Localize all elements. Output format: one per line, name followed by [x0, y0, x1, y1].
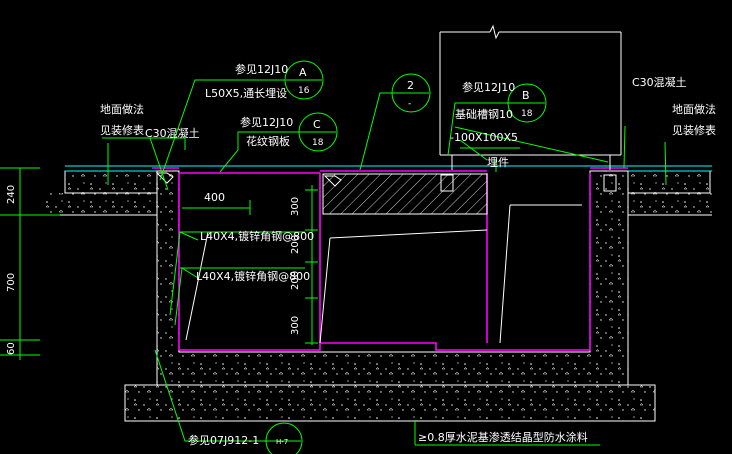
checker-plate-label: 花纹钢板	[246, 134, 290, 148]
callout-c-letter: C	[313, 118, 321, 131]
dim-400-label: 400	[204, 191, 225, 204]
callout-b-sheet: 18	[521, 109, 533, 119]
floor-right-label-1: 地面做法	[672, 102, 716, 116]
bottom-ref-label: 参见07J912-1	[188, 433, 259, 447]
callout-a-sheet: 16	[298, 86, 310, 96]
angle-steel-label: L50X5,通长埋设	[205, 87, 287, 100]
cover-slab	[322, 173, 488, 215]
subgrade	[45, 193, 712, 216]
callout-c-sheet: 18	[312, 138, 324, 148]
embed-label: 埋件	[487, 156, 509, 169]
floor-right-label-2: 见装修表	[672, 123, 716, 137]
leader-lines	[102, 79, 667, 446]
equipment-base	[439, 24, 622, 156]
left-dimensions	[0, 167, 60, 360]
dim-700: 700	[6, 273, 17, 292]
floor-left-label-2: 见装修表	[100, 123, 144, 137]
brackets	[180, 231, 305, 269]
channel-steel-label: 基础槽钢10	[455, 108, 513, 121]
concrete-right-label: C30混凝土	[632, 75, 687, 89]
dim-300-bottom: 300	[290, 316, 301, 335]
dim-300-top: 300	[290, 197, 301, 216]
bracket-upper-label: L40X4,镀锌角钢@800	[200, 229, 314, 243]
ref-a-note: 参见12J10	[235, 62, 288, 76]
callout-2: 2 -	[391, 73, 431, 113]
ref-b-note: 参见12J10	[462, 80, 515, 94]
ref-c-note: 参见12J10	[240, 115, 293, 129]
callout-a: A 16	[284, 60, 324, 100]
plate-label: -100X100X5	[450, 131, 518, 144]
dim-200-b: 200	[290, 271, 301, 290]
floor-left-label-1: 地面做法	[100, 102, 144, 116]
callout-a-letter: A	[299, 66, 307, 79]
dim-240: 240	[6, 185, 17, 204]
bracket-lower-label: L40X4,镀锌角钢@800	[196, 269, 310, 283]
callout-bottom: H-7	[265, 422, 303, 454]
callout-bottom-sheet: H-7	[276, 438, 288, 446]
callout-c: C 18	[298, 112, 338, 152]
waterproof-label: ≥0.8厚水泥基渗透结晶型防水涂料	[418, 430, 588, 444]
callout-b-letter: B	[522, 89, 530, 102]
floor-finish-left	[64, 165, 160, 194]
concrete-left-label: C30混凝土	[145, 126, 200, 140]
dim-60: 60	[6, 342, 17, 355]
dim-400-line	[182, 200, 251, 215]
vertical-dimensions	[305, 185, 318, 345]
dim-200-a: 200	[290, 235, 301, 254]
edge-angles	[155, 155, 617, 192]
waterproof-lining	[152, 167, 628, 351]
callout-2-letter: 2	[407, 79, 414, 92]
callout-2-sheet: -	[408, 99, 411, 109]
trench-structure	[124, 170, 656, 422]
